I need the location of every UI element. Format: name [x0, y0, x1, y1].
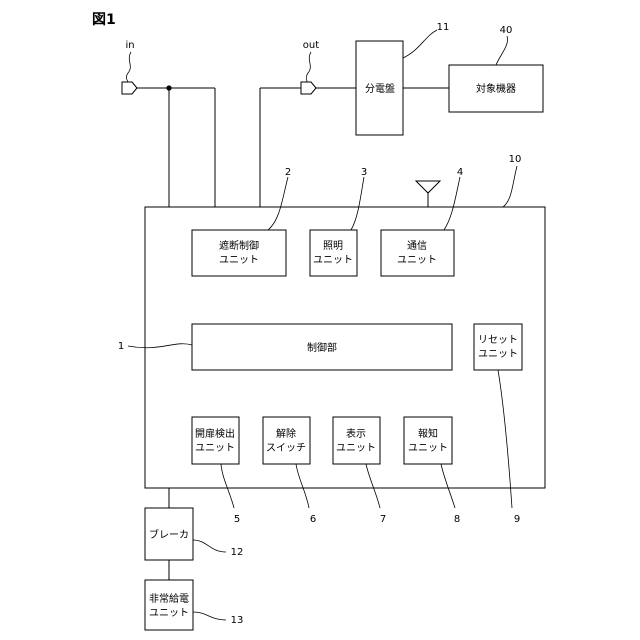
breaker-ref: 12: [231, 547, 244, 558]
out-leader: [306, 52, 311, 82]
in-leader: [126, 52, 131, 82]
display-unit-box: [333, 417, 380, 464]
device-leader: [503, 166, 517, 207]
lighting-unit-ref: 3: [361, 167, 367, 178]
display-unit-line2: ユニット: [336, 443, 376, 454]
device-ref: 10: [509, 154, 522, 165]
breaker-label: ブレーカ: [149, 528, 189, 541]
lighting-unit-line2: ユニット: [313, 255, 353, 266]
figure-label: 図1: [92, 12, 116, 28]
door-open-detect-unit-box: [192, 417, 239, 464]
display-unit-line1: 表示: [346, 427, 366, 440]
alarm-unit-line1: 報知: [418, 427, 438, 440]
target-equipment-label: 対象機器: [476, 82, 516, 95]
alarm-unit-ref: 8: [454, 514, 460, 525]
release-switch-line1: 解除: [276, 427, 296, 440]
in-terminal-icon: [122, 82, 137, 94]
emergency-power-unit-leader: [193, 612, 226, 620]
shutoff-control-unit-line2: ユニット: [219, 255, 259, 266]
communication-unit-line1: 通信: [407, 240, 427, 252]
control-section-label: 制御部: [307, 341, 337, 354]
out-terminal-icon: [301, 82, 316, 94]
lighting-unit-box: [310, 230, 357, 276]
in-port-label: in: [125, 40, 134, 51]
shutoff-control-unit-box: [192, 230, 286, 276]
release-switch-line2: スイッチ: [266, 442, 306, 454]
reset-unit-box: [474, 324, 522, 370]
shutoff-control-unit-ref: 2: [285, 167, 291, 178]
antenna-icon: [416, 181, 440, 193]
reset-unit-ref: 9: [514, 514, 520, 525]
reset-unit-line1: リセット: [478, 334, 518, 346]
emergency-power-unit-line2: ユニット: [149, 608, 189, 619]
distribution-board-ref: 11: [437, 22, 450, 33]
communication-unit-line2: ユニット: [397, 255, 437, 266]
communication-unit-ref: 4: [457, 167, 463, 178]
target-equipment-leader: [496, 36, 508, 65]
emergency-power-unit-box: [145, 580, 193, 630]
emergency-power-unit-ref: 13: [231, 615, 244, 626]
distribution-board-label: 分電盤: [365, 82, 395, 95]
display-unit-ref: 7: [380, 514, 386, 525]
communication-unit-box: [381, 230, 454, 276]
shutoff-control-unit-line1: 遮断制御: [219, 239, 259, 252]
door-open-detect-unit-line1: 開扉検出: [195, 427, 235, 440]
alarm-unit-box: [404, 417, 452, 464]
release-switch-box: [263, 417, 310, 464]
release-switch-ref: 6: [310, 514, 316, 525]
door-open-detect-unit-line2: ユニット: [195, 443, 235, 454]
junction-dot-in: [166, 85, 171, 90]
target-equipment-ref: 40: [500, 25, 513, 36]
alarm-unit-line2: ユニット: [408, 443, 448, 454]
control-section-ref: 1: [118, 341, 124, 352]
out-port-label: out: [303, 40, 319, 51]
distribution-board-leader: [403, 30, 437, 58]
door-open-detect-unit-ref: 5: [234, 514, 240, 525]
breaker-leader: [193, 540, 226, 552]
lighting-unit-line1: 照明: [323, 240, 343, 252]
reset-unit-line2: ユニット: [478, 349, 518, 360]
emergency-power-unit-line1: 非常給電: [149, 592, 189, 605]
